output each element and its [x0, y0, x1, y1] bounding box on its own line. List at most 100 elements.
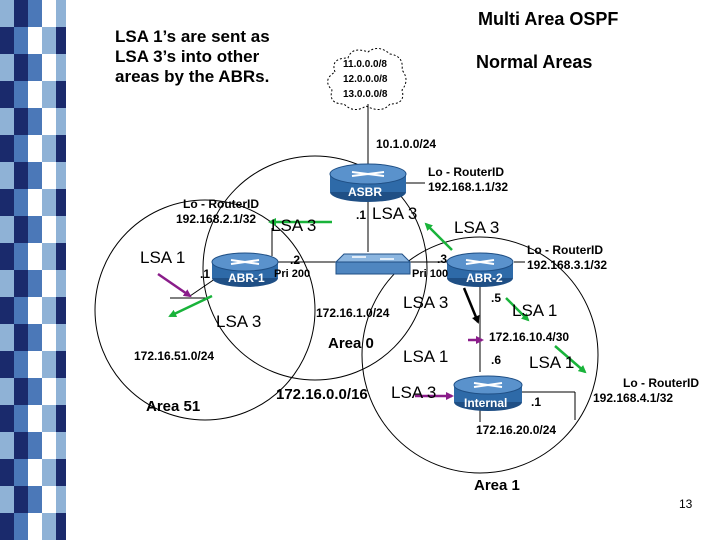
strip-block: [0, 297, 14, 324]
strip-block: [0, 108, 14, 135]
strip-block: [28, 81, 42, 108]
strip-block: [14, 405, 28, 432]
slide-title: Multi Area OSPF: [478, 9, 619, 29]
router-id-label: 192.168.3.1/32: [527, 258, 608, 272]
strip-block: [28, 162, 42, 189]
strip-block: [42, 81, 56, 108]
area-label: Area 1: [474, 477, 520, 494]
strip-block: [28, 432, 42, 459]
router-icon[interactable]: [329, 163, 407, 202]
strip-block: [28, 297, 42, 324]
router-id-label: Lo - RouterID: [428, 165, 504, 179]
strip-block: [42, 459, 56, 486]
interface-label: .5: [491, 291, 502, 305]
strip-block: [14, 162, 28, 189]
arrow-lsa3-area51: [168, 294, 213, 318]
strip-block: [0, 324, 14, 351]
strip-block: [28, 135, 42, 162]
strip-block: [14, 351, 28, 378]
strip-block: [28, 54, 42, 81]
strip-block: [0, 54, 14, 81]
lsa-label: LSA 3: [454, 218, 500, 237]
strip-block: [0, 0, 14, 27]
router-id-label: 192.168.4.1/32: [593, 391, 674, 405]
strip-block: [42, 27, 56, 54]
strip-block: [0, 513, 14, 540]
area0-boundary: [202, 155, 428, 381]
strip-block: [56, 81, 66, 108]
priority-label: Pri 200: [274, 268, 311, 280]
strip-block: [56, 27, 66, 54]
cloud-route: 11.0.0.0/8: [343, 59, 387, 70]
arrow-lsa3-abr2: [462, 287, 480, 324]
strip-block: [14, 324, 28, 351]
cloud-route: 12.0.0.0/8: [343, 74, 388, 85]
strip-block: [14, 459, 28, 486]
strip-block: [56, 459, 66, 486]
strip-block: [42, 324, 56, 351]
strip-block: [28, 459, 42, 486]
area1-boundary: [361, 236, 599, 474]
strip-block: [0, 378, 14, 405]
area-label: Area 0: [328, 335, 374, 352]
lsa-label: LSA 3: [391, 383, 437, 402]
device-label: ABR-2: [466, 271, 503, 285]
strip-block: [42, 270, 56, 297]
strip-block: [28, 378, 42, 405]
strip-block: [14, 297, 28, 324]
caption-line: LSA 1’s are sent as: [115, 27, 270, 46]
internet-cloud: [327, 48, 407, 110]
strip-block: [14, 270, 28, 297]
strip-block: [0, 81, 14, 108]
interface-label: .3: [437, 252, 448, 266]
network-label: 172.16.10.4/30: [489, 330, 570, 344]
strip-block: [0, 243, 14, 270]
strip-block: [56, 108, 66, 135]
interface-label: .2: [290, 253, 301, 267]
strip-block: [14, 216, 28, 243]
network-label: 10.1.0.0/24: [376, 137, 437, 151]
arrow-lsa1-abr2-right: [505, 297, 530, 322]
area51-boundary: [94, 199, 316, 421]
strip-block: [42, 162, 56, 189]
router-icon[interactable]: [211, 252, 279, 287]
strip-block: [0, 270, 14, 297]
priority-label: Pri 100: [412, 268, 449, 280]
strip-block: [42, 54, 56, 81]
strip-block: [28, 216, 42, 243]
strip-block: [0, 486, 14, 513]
arrow-lsa1-abr1: [157, 272, 192, 298]
switch-icon[interactable]: [334, 253, 412, 275]
strip-block: [14, 0, 28, 27]
lsa-label: LSA 1: [512, 301, 558, 320]
strip-block: [56, 216, 66, 243]
strip-block: [28, 324, 42, 351]
strip-block: [42, 216, 56, 243]
device-label: ABR-1: [228, 271, 265, 285]
strip-block: [42, 243, 56, 270]
strip-block: [56, 270, 66, 297]
interface-label: .1: [200, 267, 211, 281]
interface-label: .1: [356, 208, 367, 222]
strip-block: [14, 108, 28, 135]
strip-block: [28, 189, 42, 216]
network-label: 172.16.0.0/16: [276, 386, 368, 403]
router-icon[interactable]: [453, 375, 523, 411]
strip-block: [28, 486, 42, 513]
strip-block: [42, 108, 56, 135]
strip-block: [42, 297, 56, 324]
strip-block: [56, 189, 66, 216]
caption-line: areas by the ABRs.: [115, 67, 270, 86]
strip-block: [0, 189, 14, 216]
router-id-label: Lo - RouterID: [183, 197, 259, 211]
device-label: ASBR: [348, 185, 383, 199]
strip-block: [28, 270, 42, 297]
lsa-label: LSA 1: [529, 353, 575, 372]
strip-block: [0, 351, 14, 378]
router-icon[interactable]: [446, 252, 514, 287]
lsa-label: LSA 1: [140, 248, 186, 267]
lsa-label: LSA 3: [372, 204, 418, 223]
network-label: 172.16.51.0/24: [134, 349, 215, 363]
strip-block: [0, 459, 14, 486]
strip-block: [14, 243, 28, 270]
